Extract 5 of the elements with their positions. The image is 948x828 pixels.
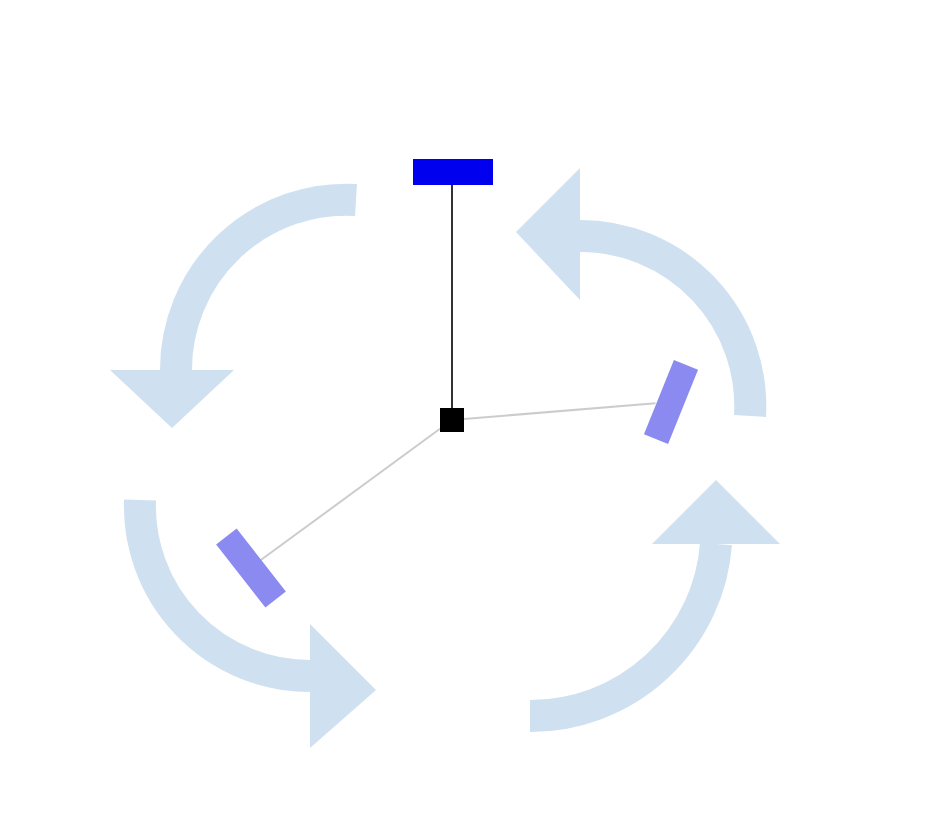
pivot-square xyxy=(440,408,464,432)
connector-line xyxy=(463,402,657,420)
bar-marker xyxy=(412,158,492,184)
connector-line xyxy=(451,183,453,409)
connector-line xyxy=(259,427,441,562)
